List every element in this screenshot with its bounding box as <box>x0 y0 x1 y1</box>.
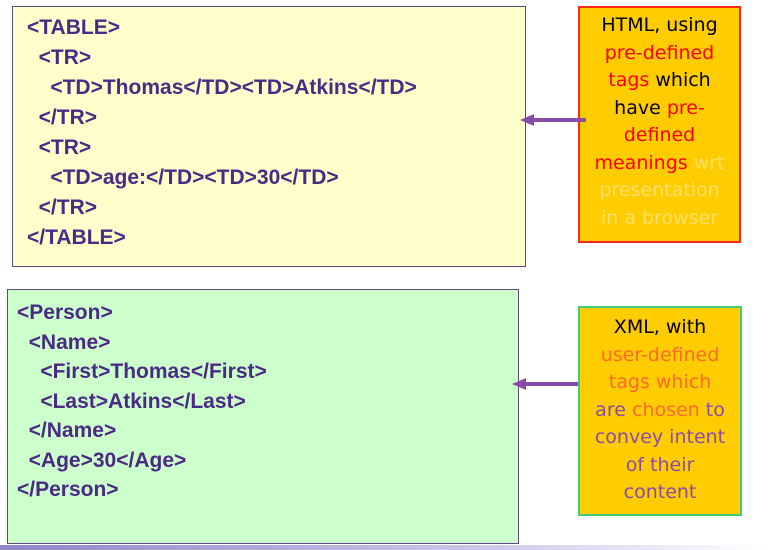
xml-code-line: <Person> <box>17 301 113 324</box>
note-text: of their <box>625 453 695 476</box>
xml-code-line: </Name> <box>17 419 117 442</box>
note-line: convey intent <box>580 424 740 452</box>
note-text: HTML, using <box>601 14 718 36</box>
xml-code-line: <First>Thomas</First> <box>17 360 267 383</box>
note-line: tags which <box>580 369 740 397</box>
html-code-line: <TD>age:</TD><TD>30</TD> <box>27 166 339 189</box>
xml-code-line: </Person> <box>17 478 119 501</box>
note-text: chosen <box>631 398 700 421</box>
note-line: have pre- <box>580 95 739 123</box>
note-line: XML, with <box>580 314 740 342</box>
note-line: defined <box>580 122 739 150</box>
html-code-line: <TD>Thomas</TD><TD>Atkins</TD> <box>27 76 417 99</box>
note-text: user-defined <box>600 343 720 366</box>
note-text: defined <box>623 124 696 146</box>
left-arrow-icon <box>520 114 586 126</box>
xml-code-line: <Name> <box>17 330 111 354</box>
slide-footer-bar <box>0 545 768 550</box>
xml-code-line: <Last>Atkins</Last> <box>17 389 246 413</box>
html-explanation-note: HTML, using pre-defined tags which have … <box>578 6 741 243</box>
note-line: presentation <box>580 177 739 205</box>
note-text: presentation <box>599 179 720 201</box>
html-code-box: <TABLE> <TR> <TD>Thomas</TD><TD>Atkins</… <box>12 6 526 267</box>
note-text: convey intent <box>594 426 726 448</box>
html-code-line: </TABLE> <box>27 226 126 249</box>
html-code-line: </TR> <box>27 196 98 219</box>
note-text: are <box>595 398 632 421</box>
note-line: content <box>580 479 740 507</box>
note-line: of their <box>580 452 740 480</box>
html-code-line: <TABLE> <box>27 16 120 39</box>
note-line: user-defined <box>580 342 740 370</box>
note-line: HTML, using <box>580 12 739 40</box>
note-text: XML, with <box>613 316 707 338</box>
note-line: tags which <box>580 67 739 95</box>
html-code-line: <TR> <box>27 46 92 69</box>
note-text: meanings <box>594 151 688 174</box>
note-text: tags which <box>608 371 712 393</box>
note-text: pre-defined <box>604 41 715 64</box>
note-text: which <box>649 69 711 91</box>
note-text: in a browser <box>600 206 719 229</box>
note-line: are chosen to <box>580 397 740 425</box>
note-text: have <box>614 96 667 119</box>
note-line: meanings wrt <box>580 150 739 178</box>
xml-code-box: <Person> <Name> <First>Thomas</First> <L… <box>7 289 519 544</box>
note-text: pre- <box>666 96 705 119</box>
note-text: to <box>699 398 725 421</box>
note-text: wrt <box>687 151 725 174</box>
note-text: content <box>623 481 697 503</box>
note-text: tags <box>608 69 650 91</box>
html-code-line: <TR> <box>27 136 92 159</box>
html-code-line: </TR> <box>27 106 98 129</box>
note-line: pre-defined <box>580 40 739 68</box>
note-line: in a browser <box>580 205 739 233</box>
xml-code-line: <Age>30</Age> <box>17 448 187 472</box>
left-arrow-icon <box>512 378 578 390</box>
xml-explanation-note: XML, with user-defined tags which are ch… <box>578 306 742 516</box>
